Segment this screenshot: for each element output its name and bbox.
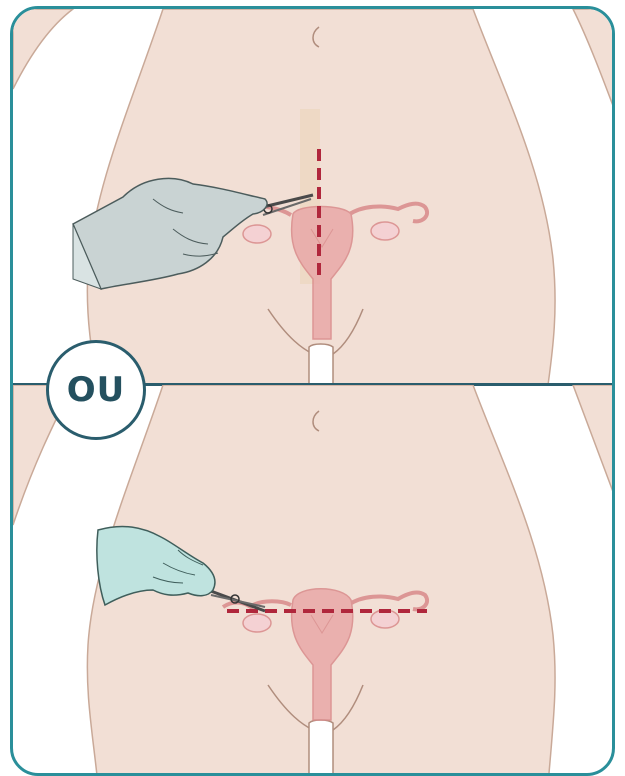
top-illustration: [13, 9, 615, 385]
bottom-panel-horizontal-incision: [13, 385, 615, 776]
illustration-frame: OU: [10, 6, 615, 776]
thigh-gap: [309, 720, 333, 776]
top-panel-vertical-incision: [13, 9, 615, 385]
right-side-skin: [573, 385, 615, 505]
bottom-illustration: [13, 385, 615, 776]
or-separator-badge: OU: [46, 340, 146, 440]
or-separator-label: OU: [67, 370, 126, 410]
thigh-gap: [309, 344, 333, 385]
